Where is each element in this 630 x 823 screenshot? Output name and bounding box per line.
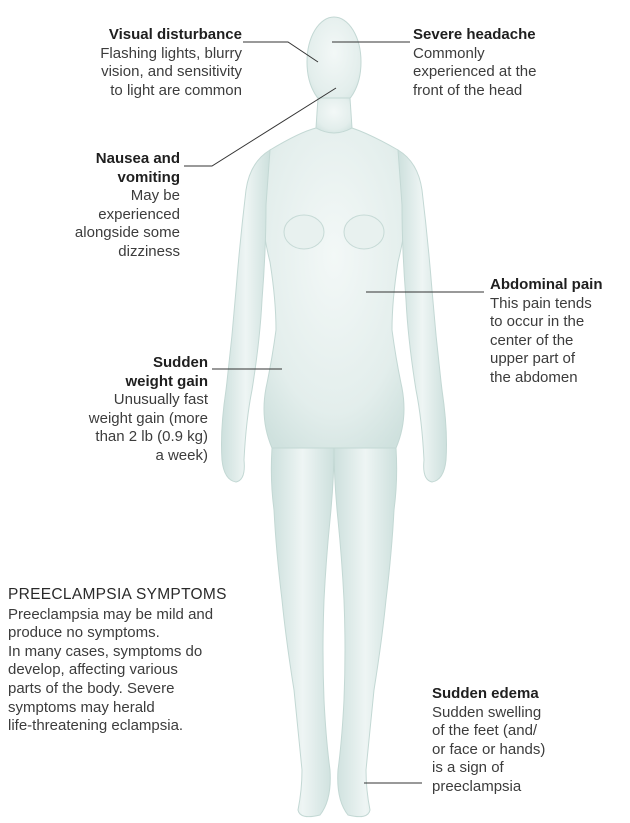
callout-edema-line-4: is a sign of	[432, 759, 622, 778]
callout-headache-line-3: front of the head	[413, 82, 623, 101]
callout-visual-line-1: Flashing lights, blurry	[18, 45, 242, 64]
callout-visual-line-2: vision, and sensitivity	[18, 63, 242, 82]
breast-right	[344, 215, 384, 249]
info-line-3: In many cases, symptoms do	[8, 643, 273, 662]
callout-edema-title: Sudden edema	[432, 685, 622, 704]
callout-headache-title: Severe headache	[413, 26, 623, 45]
callout-headache-line-2: experienced at the	[413, 63, 623, 82]
callout-edema-line-2: of the feet (and/	[432, 722, 622, 741]
info-line-1: Preeclampsia may be mild and	[8, 606, 273, 625]
callout-nausea-line-1: May be	[30, 187, 180, 206]
callout-nausea-vomiting: Nausea and vomiting May be experienced a…	[30, 150, 180, 261]
callout-weight-line-3: than 2 lb (0.9 kg)	[40, 428, 208, 447]
callout-nausea-title-1: Nausea and	[30, 150, 180, 169]
info-line-4: develop, affecting various	[8, 661, 273, 680]
callout-sudden-edema: Sudden edema Sudden swelling of the feet…	[432, 685, 622, 796]
callout-sudden-weight-gain: Sudden weight gain Unusually fast weight…	[40, 354, 208, 465]
callout-abdominal-pain: Abdominal pain This pain tends to occur …	[490, 276, 628, 387]
info-line-2: produce no symptoms.	[8, 624, 273, 643]
callout-visual-line-3: to light are common	[18, 82, 242, 101]
callout-weight-title-2: weight gain	[40, 373, 208, 392]
callout-weight-line-4: a week)	[40, 447, 208, 466]
neck-shape	[316, 98, 352, 133]
callout-severe-headache: Severe headache Commonly experienced at …	[413, 26, 623, 100]
callout-visual-title: Visual disturbance	[18, 26, 242, 45]
callout-abdominal-line-5: the abdomen	[490, 369, 628, 388]
breast-left	[284, 215, 324, 249]
callout-abdominal-line-4: upper part of	[490, 350, 628, 369]
callout-nausea-line-4: dizziness	[30, 243, 180, 262]
arm-right	[398, 150, 447, 482]
info-title: PREECLAMPSIA SYMPTOMS	[8, 586, 273, 605]
callout-abdominal-line-3: center of the	[490, 332, 628, 351]
leg-right	[334, 448, 397, 817]
callout-abdominal-line-1: This pain tends	[490, 295, 628, 314]
callout-abdominal-line-2: to occur in the	[490, 313, 628, 332]
callout-visual-disturbance: Visual disturbance Flashing lights, blur…	[18, 26, 242, 100]
info-line-5: parts of the body. Severe	[8, 680, 273, 699]
callout-headache-line-1: Commonly	[413, 45, 623, 64]
preeclampsia-info-box: PREECLAMPSIA SYMPTOMS Preeclampsia may b…	[8, 586, 273, 736]
callout-nausea-title-2: vomiting	[30, 169, 180, 188]
info-line-6: symptoms may herald	[8, 699, 273, 718]
info-line-7: life-threatening eclampsia.	[8, 717, 273, 736]
callout-weight-title-1: Sudden	[40, 354, 208, 373]
head-shape	[307, 17, 361, 107]
callout-weight-line-2: weight gain (more	[40, 410, 208, 429]
callout-abdominal-title: Abdominal pain	[490, 276, 628, 295]
callout-weight-line-1: Unusually fast	[40, 391, 208, 410]
arm-left	[222, 150, 271, 482]
callout-edema-line-3: or face or hands)	[432, 741, 622, 760]
torso-shape	[258, 128, 410, 448]
callout-nausea-line-3: alongside some	[30, 224, 180, 243]
callout-edema-line-1: Sudden swelling	[432, 704, 622, 723]
leg-left	[271, 448, 334, 817]
callout-edema-line-5: preeclampsia	[432, 778, 622, 797]
callout-nausea-line-2: experienced	[30, 206, 180, 225]
